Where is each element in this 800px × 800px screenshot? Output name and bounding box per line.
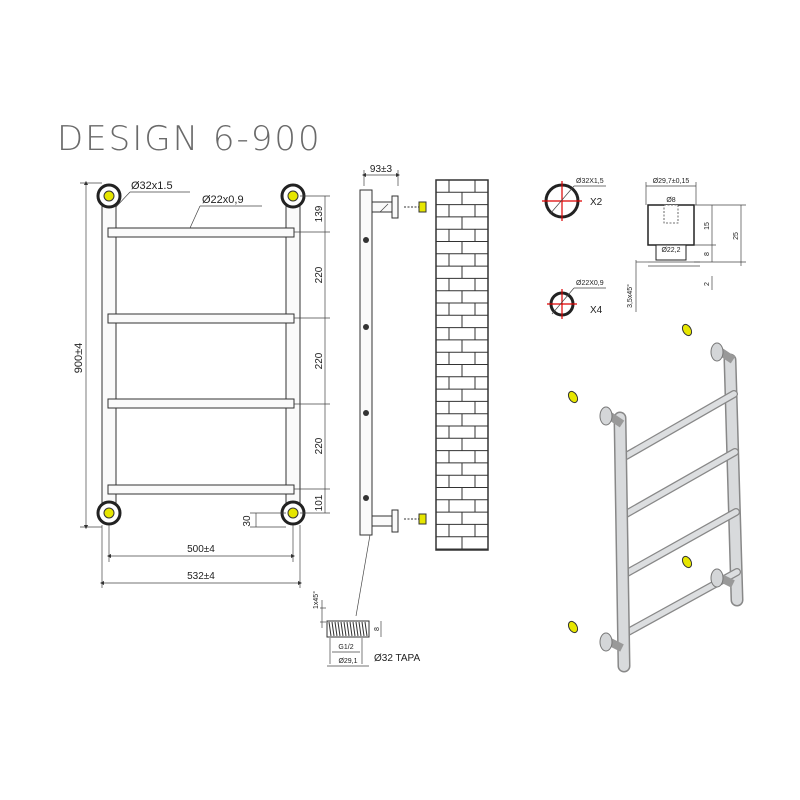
plug-cap: Ø32 TAPA xyxy=(374,653,420,664)
bracket-top-left xyxy=(96,183,122,209)
side-bracket-top xyxy=(371,201,395,213)
dim-top: 139 xyxy=(314,205,325,222)
bracket-detail: Ø29,7±0,15 Ø8 Ø22,2 15 8 25 2 3,5x45° xyxy=(626,178,746,312)
bracket-bottom-left xyxy=(96,500,122,526)
dim-depth: 93±3 xyxy=(370,164,393,175)
dim-spacing-1: 220 xyxy=(314,266,325,283)
section-22-label: Ø22X0,9 xyxy=(576,280,604,287)
bracket-outer-diameter: Ø29,7±0,15 xyxy=(653,178,690,185)
dim-bottom: 101 xyxy=(314,494,325,511)
crossbar-4 xyxy=(107,484,295,495)
bracket-inner-top: Ø8 xyxy=(666,197,675,204)
dim-foot: 30 xyxy=(242,515,253,527)
dim-spacing-3: 220 xyxy=(314,437,325,454)
section-tube-32: Ø32X1,5 X2 xyxy=(542,178,606,221)
section-32-qty: X2 xyxy=(590,197,603,208)
section-32-label: Ø32X1,5 xyxy=(576,178,604,185)
side-flange-bottom xyxy=(391,509,399,533)
dim-inner-width: 500±4 xyxy=(187,544,215,555)
plug-chamfer: 1x45° xyxy=(312,591,320,609)
side-tube xyxy=(359,189,373,536)
side-flange-top xyxy=(391,195,399,219)
section-22-qty: X4 xyxy=(590,305,603,316)
plug-detail: 1x45° 8 G1/2 Ø29,1 Ø32 TAPA xyxy=(312,591,420,667)
dim-spacing-2: 220 xyxy=(314,352,325,369)
label-tube-22: Ø22x0,9 xyxy=(202,194,244,206)
right-vertical-tube xyxy=(285,189,301,521)
isometric-view xyxy=(567,323,744,673)
plug-diameter: Ø29,1 xyxy=(338,658,357,665)
crossbar-2 xyxy=(107,313,295,324)
bracket-inner-bottom: Ø22,2 xyxy=(661,247,680,254)
bracket-dim-2: 2 xyxy=(704,282,711,286)
left-vertical-tube xyxy=(101,189,117,521)
crossbar-1 xyxy=(107,227,295,238)
crossbar-3 xyxy=(107,398,295,409)
brick-wall xyxy=(435,179,489,551)
bracket-chamfer: 3,5x45° xyxy=(626,284,634,308)
plug-thread: G1/2 xyxy=(338,644,353,651)
page-title: DESIGN 6-900 xyxy=(57,119,322,159)
side-view: 93±3 xyxy=(355,164,427,617)
dim-height: 900±4 xyxy=(73,343,85,374)
section-tube-22: Ø22X0,9 X4 xyxy=(547,280,606,319)
bracket-dim-15: 15 xyxy=(704,222,711,230)
dim-outer-width: 532±4 xyxy=(187,571,215,582)
screw-top xyxy=(404,201,427,213)
side-bracket-bottom xyxy=(371,515,395,527)
screw-bottom xyxy=(404,513,427,525)
front-view: Ø32x1.5 Ø22x0,9 900±4 139 220 220 220 10… xyxy=(73,180,330,588)
plug-height: 8 xyxy=(374,627,381,631)
bracket-dim-8: 8 xyxy=(704,252,711,256)
label-tube-32: Ø32x1.5 xyxy=(131,180,173,192)
bracket-dim-25: 25 xyxy=(733,232,740,240)
